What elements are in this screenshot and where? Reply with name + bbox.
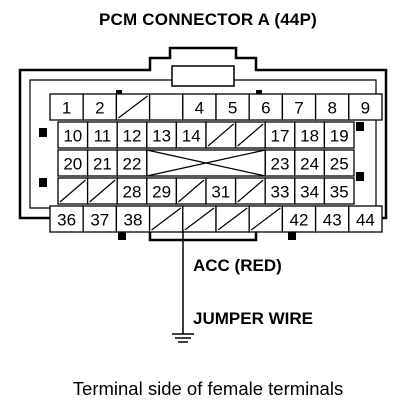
terminal-cell: [57, 121, 89, 149]
terminal-number: 23: [271, 155, 290, 174]
terminal-number: 1: [62, 99, 71, 118]
terminal-cell: [323, 121, 355, 149]
terminal-cell: [146, 121, 178, 149]
unused-terminal-slash: [89, 179, 116, 203]
terminal-number: 37: [90, 211, 109, 230]
terminal-number: 17: [271, 127, 290, 146]
terminal-cell: [148, 93, 184, 121]
terminal-number: 13: [152, 127, 171, 146]
blank-terminal-area: [146, 149, 266, 177]
unused-terminal-slash: [207, 123, 234, 147]
terminal-number: 22: [123, 155, 142, 174]
terminal-cell: [49, 205, 84, 233]
jumper-wire-label: JUMPER WIRE: [193, 309, 313, 328]
terminal-cell: [49, 93, 84, 121]
terminal-number: 25: [330, 155, 349, 174]
ground-icon: [172, 326, 194, 343]
terminal-number: 6: [261, 99, 270, 118]
terminal-cell: [116, 149, 148, 177]
terminal-number: 10: [63, 127, 82, 146]
terminal-number: 36: [57, 211, 76, 230]
lock-tab-left-1: [39, 128, 47, 137]
key-slot-left: [118, 232, 126, 240]
unused-terminal-slash: [237, 123, 264, 147]
acc-wire-label: ACC (RED): [193, 256, 282, 275]
key-slot-right: [288, 232, 296, 240]
terminal-cell: [281, 205, 317, 233]
diagram-caption: Terminal side of female terminals: [72, 378, 344, 399]
terminal-number: 34: [300, 183, 319, 202]
terminal-number: 19: [330, 127, 349, 146]
terminal-number: 8: [327, 99, 336, 118]
blank-area-cross: [146, 149, 266, 177]
lock-tab-left-2: [39, 178, 47, 187]
terminal-cell: [146, 177, 178, 205]
connector-latch: [171, 65, 235, 87]
unused-terminal-slash: [178, 179, 205, 203]
terminal-cell: [116, 177, 148, 205]
terminal-cell: [294, 121, 326, 149]
lock-tab-right-1: [356, 122, 364, 131]
terminal-number: 20: [63, 155, 82, 174]
unused-terminal-slash: [217, 207, 248, 231]
terminal-cell: [294, 177, 326, 205]
terminal-cell: [348, 93, 383, 121]
terminal-cell: [57, 149, 89, 177]
terminal-cell: [348, 205, 383, 233]
terminal-number: 24: [300, 155, 319, 174]
terminal-number: 18: [300, 127, 319, 146]
unused-terminal-slash: [118, 95, 148, 119]
terminal-cell: [264, 121, 296, 149]
diagram-title: PCM CONNECTOR A (44P): [99, 10, 317, 29]
terminal-number: 12: [123, 127, 142, 146]
unused-terminal-slash: [151, 207, 182, 231]
terminal-cell: [82, 93, 118, 121]
terminal-cell: [175, 121, 207, 149]
terminal-number: 11: [94, 127, 112, 146]
terminal-number: 28: [123, 183, 142, 202]
terminal-number: 14: [182, 127, 201, 146]
unused-terminal-slash: [237, 179, 264, 203]
terminal-number: 38: [124, 211, 143, 230]
terminal-number: 43: [323, 211, 342, 230]
terminal-number: 44: [356, 211, 375, 230]
lock-tab-right-2: [356, 172, 364, 181]
terminal-cell: [314, 93, 350, 121]
terminal-number: 2: [95, 99, 104, 118]
terminal-number: 29: [152, 183, 171, 202]
terminal-cell: [323, 177, 355, 205]
terminal-number: 31: [211, 183, 230, 202]
terminal-number: 5: [228, 99, 237, 118]
terminal-cell: [264, 177, 296, 205]
terminal-cell: [294, 149, 326, 177]
terminal-cell: [323, 149, 355, 177]
unused-terminal-slash: [250, 207, 281, 231]
terminal-number: 42: [290, 211, 309, 230]
unused-terminal-slash: [184, 207, 215, 231]
terminal-number: 4: [195, 99, 204, 118]
terminal-number: 33: [271, 183, 290, 202]
terminal-cell: [115, 205, 151, 233]
terminal-number: 9: [361, 99, 370, 118]
terminal-number: 7: [294, 99, 303, 118]
unused-terminal-slash: [59, 179, 86, 203]
terminal-cell: [86, 149, 118, 177]
terminal-number: 21: [93, 155, 112, 174]
terminal-number: 35: [330, 183, 349, 202]
